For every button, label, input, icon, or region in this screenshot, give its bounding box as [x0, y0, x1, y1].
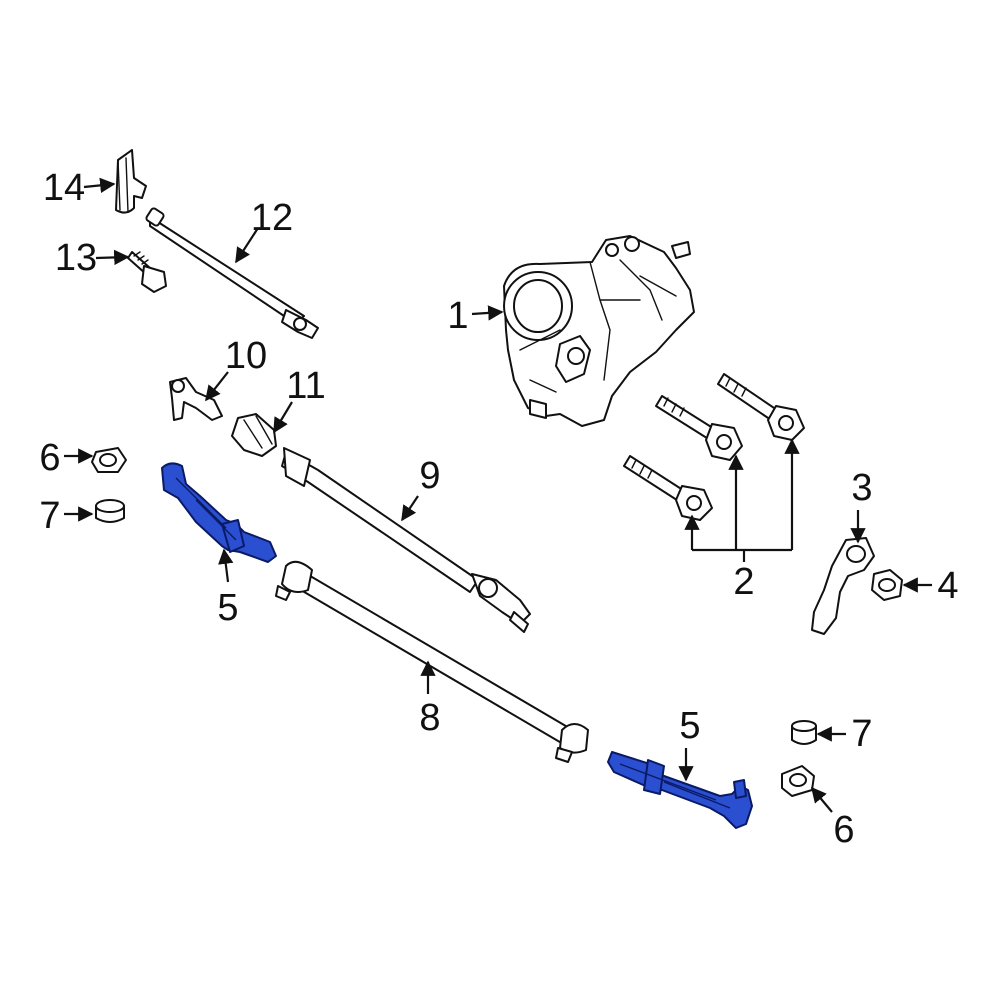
part-7-left-nut[interactable]: [95, 499, 125, 523]
part-10-tie-rod-end[interactable]: [169, 377, 223, 421]
part-11-clamp[interactable]: [231, 413, 277, 457]
part-4-nut[interactable]: [871, 569, 903, 601]
part-9-drag-link[interactable]: [281, 447, 531, 633]
callout-8: 8: [419, 697, 441, 739]
callout-11: 11: [286, 365, 326, 407]
part-6-right-nut[interactable]: [781, 765, 815, 797]
part-1-steering-gear[interactable]: [503, 235, 695, 427]
part-5-right-tie-rod-end[interactable]: [607, 751, 753, 829]
callout-3: 3: [851, 467, 873, 509]
part-6-left-nut[interactable]: [91, 447, 127, 473]
part-13-bolt[interactable]: [127, 251, 167, 293]
callout-14: 14: [42, 167, 86, 209]
part-5-left-tie-rod-end[interactable]: [161, 462, 277, 563]
callout-7-right: 7: [851, 713, 873, 755]
part-2-bolt-b[interactable]: [717, 373, 805, 441]
callout-6-right: 6: [833, 809, 855, 851]
part-2-bolt-c[interactable]: [623, 455, 713, 521]
callout-5-left: 5: [217, 587, 239, 629]
part-2-bolt-a[interactable]: [655, 395, 743, 461]
callout-12: 12: [250, 197, 294, 239]
callout-2: 2: [733, 561, 755, 603]
part-12-steering-damper[interactable]: [145, 207, 319, 339]
callout-13: 13: [54, 237, 98, 279]
callout-7-left: 7: [39, 495, 61, 537]
callout-4: 4: [937, 565, 959, 607]
callout-1: 1: [447, 295, 469, 337]
callout-5-right: 5: [679, 705, 701, 747]
part-7-right-nut[interactable]: [791, 720, 817, 745]
callout-9: 9: [419, 455, 441, 497]
leader-lines: [64, 177, 932, 813]
callout-6-left: 6: [39, 437, 61, 479]
part-14-bracket[interactable]: [115, 149, 147, 214]
callout-10: 10: [224, 335, 268, 377]
part-8-tie-rod-tube[interactable]: [275, 560, 589, 763]
part-3-pitman-arm[interactable]: [811, 537, 875, 635]
